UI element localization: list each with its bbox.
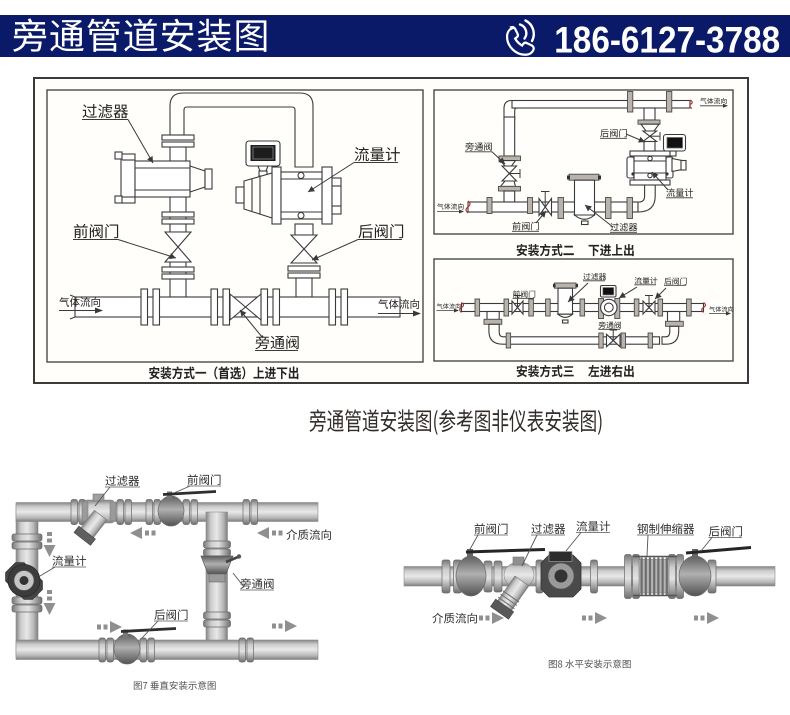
svg-text:186-6127-3788: 186-6127-3788 [554, 20, 780, 61]
